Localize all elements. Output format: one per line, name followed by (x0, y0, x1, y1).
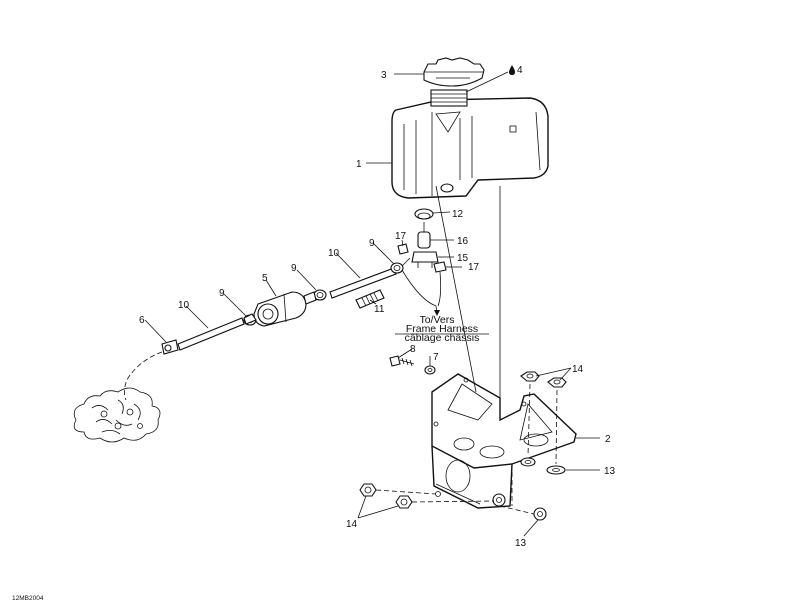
callout-7: 7 (433, 352, 439, 363)
callout-4: 4 (517, 65, 523, 76)
note-line-3: câblage châssis (405, 332, 480, 344)
callout-13: 13 (604, 466, 616, 477)
callout-1: 1 (356, 159, 362, 170)
washer-pump (243, 291, 317, 327)
callout-11: 11 (374, 304, 385, 315)
nut (520, 371, 540, 382)
filler-cap (423, 57, 485, 87)
clamp (390, 262, 404, 274)
hose (329, 267, 397, 299)
reservoir-tank (391, 89, 549, 199)
harness-note: To/Vers Frame Harness câblage châssis (395, 314, 489, 344)
washer (520, 457, 536, 467)
mounting-bracket (431, 373, 577, 509)
callout-9: 9 (369, 238, 375, 249)
grommet (414, 208, 434, 220)
callout-15: 15 (457, 253, 469, 264)
callout-5: 5 (262, 273, 268, 284)
note-line-2: Frame Harness (406, 323, 478, 335)
oil-drop-icon (509, 65, 515, 75)
washer (546, 465, 566, 475)
callout-12: 12 (452, 209, 464, 220)
nut (359, 483, 377, 497)
filter-spring (355, 289, 385, 309)
harness-wires (401, 269, 442, 316)
callout-14: 14 (346, 519, 358, 530)
nozzle-assembly (73, 351, 163, 443)
note-line-1: To/Vers (419, 314, 454, 326)
assembly-lines (375, 185, 558, 515)
bolt (389, 355, 415, 367)
washer (424, 365, 436, 375)
nut (547, 377, 567, 388)
leader-lines (144, 71, 600, 537)
check-valve (161, 339, 179, 355)
callout-17: 17 (395, 231, 407, 242)
callout-17: 17 (468, 262, 480, 273)
nut (395, 495, 413, 509)
callout-9: 9 (219, 288, 225, 299)
drawing-reference: 12MB2004 (12, 595, 44, 602)
callout-10: 10 (328, 248, 340, 259)
connector-assembly (397, 222, 447, 273)
callout-8: 8 (410, 344, 416, 355)
hose (177, 317, 245, 351)
callout-10: 10 (178, 300, 190, 311)
callout-3: 3 (381, 70, 387, 81)
callout-2: 2 (605, 434, 611, 445)
washer (492, 493, 506, 507)
callout-6: 6 (139, 315, 145, 326)
washer (533, 507, 547, 521)
callout-13: 13 (515, 538, 527, 549)
callout-9: 9 (291, 263, 297, 274)
callout-labels: 3 4 1 12 17 16 9 15 17 10 9 5 11 10 9 6 … (139, 65, 616, 549)
callout-16: 16 (457, 236, 469, 247)
callout-14: 14 (572, 364, 584, 375)
